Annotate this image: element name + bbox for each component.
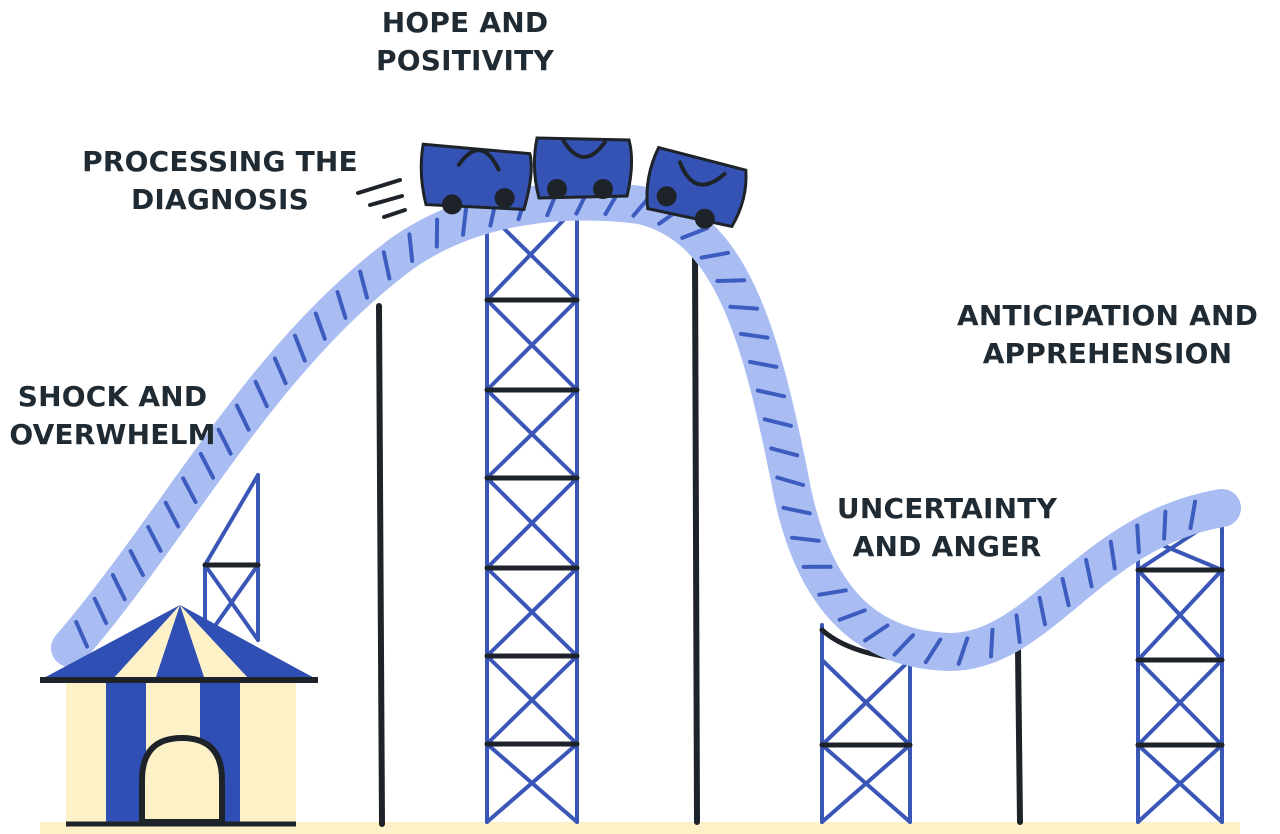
track-tie — [837, 608, 867, 622]
track-tie — [715, 278, 747, 283]
track-tie — [146, 525, 163, 553]
track-tie — [817, 588, 848, 597]
track-tie — [762, 417, 793, 428]
track-tie — [407, 232, 415, 263]
track-tie — [461, 206, 469, 237]
circus-tent — [40, 605, 318, 827]
track-tie — [1060, 577, 1071, 608]
track-tie — [128, 549, 145, 578]
track-tie — [989, 627, 995, 659]
label-processing-the-diagnosis: PROCESSING THE DIAGNOSIS — [60, 143, 380, 219]
track-tie — [1014, 613, 1022, 644]
track-tie — [1162, 509, 1168, 541]
track-tie — [272, 356, 288, 386]
coaster-car — [419, 142, 533, 215]
track-tie — [253, 379, 269, 409]
track-tie — [699, 250, 730, 260]
right-tower — [1135, 511, 1227, 824]
label-line: APPREHENSION — [982, 337, 1233, 370]
track-tie — [293, 333, 307, 363]
coaster-car — [532, 136, 634, 200]
track-tie — [358, 269, 369, 300]
track-tie — [216, 427, 233, 456]
track-tie — [181, 476, 198, 504]
valley-tower — [819, 623, 915, 824]
track-tie — [892, 633, 915, 657]
track-tie — [1037, 595, 1047, 627]
track-tie — [110, 573, 127, 602]
coaster-car — [645, 145, 748, 229]
tent-doorway — [139, 734, 225, 825]
track-tie — [863, 623, 890, 643]
left-truss — [202, 473, 261, 642]
label-line: DIAGNOSIS — [130, 183, 310, 216]
support-post — [1015, 647, 1023, 825]
track-tie — [92, 596, 109, 626]
track-tie — [748, 359, 779, 369]
label-line: UNCERTAINTY — [836, 492, 1058, 525]
track-tie — [923, 637, 943, 665]
track-tie — [1084, 558, 1094, 589]
label-line: PROCESSING THE — [82, 145, 358, 178]
track-tie — [381, 250, 392, 281]
track-tie — [234, 403, 251, 432]
track-tie — [1135, 523, 1141, 555]
label-uncertainty-and-anger: UNCERTAINTY AND ANGER — [822, 490, 1072, 566]
coaster-track — [51, 182, 1241, 672]
label-line: ANTICIPATION AND — [956, 299, 1259, 332]
track-tie — [790, 535, 821, 543]
central-tower — [477, 200, 583, 824]
track-tie — [956, 636, 970, 666]
track-tie — [1108, 539, 1117, 571]
track-tie — [313, 311, 327, 341]
label-line: OVERWHELM — [9, 418, 216, 451]
speed-lines — [356, 178, 407, 219]
label-line: AND ANGER — [852, 530, 1042, 563]
label-line: HOPE AND — [381, 6, 549, 39]
label-hope-and-positivity: HOPE AND POSITIVITY — [330, 4, 600, 80]
track-tie — [781, 505, 812, 516]
support-posts — [376, 249, 1023, 827]
track-tie — [769, 446, 800, 458]
support-post — [376, 303, 385, 827]
track-tie — [163, 500, 181, 529]
track-tie — [739, 331, 770, 340]
label-anticipation-and-apprehension: ANTICIPATION AND APPREHENSION — [935, 297, 1280, 373]
label-shock-and-overwhelm: SHOCK AND OVERWHELM — [0, 378, 225, 454]
coaster-cars — [419, 136, 748, 229]
ground — [40, 822, 1240, 834]
label-line: POSITIVITY — [376, 44, 554, 77]
track-tie — [198, 451, 216, 480]
support-post — [692, 249, 700, 825]
track-tie — [755, 388, 786, 399]
track-tie — [680, 226, 710, 240]
label-line: SHOCK AND — [17, 380, 208, 413]
track-tie — [74, 620, 89, 649]
track-tie — [775, 475, 806, 487]
track-tie — [1188, 499, 1198, 530]
track-tie — [335, 290, 348, 320]
track-tie — [728, 304, 760, 311]
